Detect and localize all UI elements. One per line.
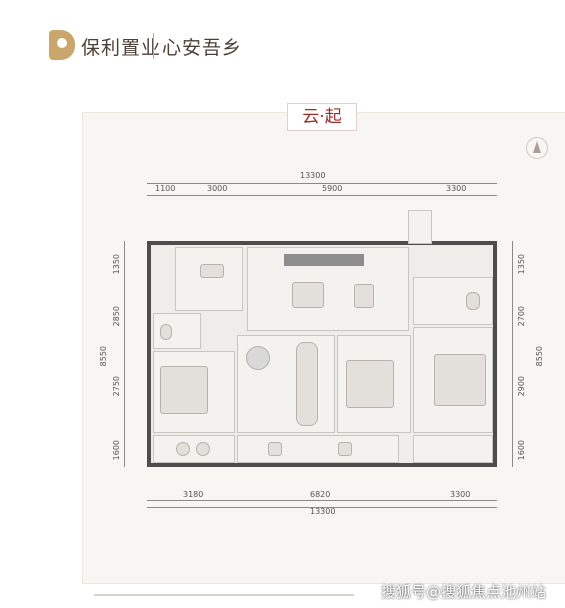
room-dining-kitchen xyxy=(247,247,409,331)
room-master-balcony xyxy=(413,435,493,463)
wall xyxy=(147,463,497,467)
top-total-line xyxy=(147,183,497,184)
bottom-segment-dim: 6820 xyxy=(310,490,331,499)
bed xyxy=(346,360,394,408)
right-segment-line xyxy=(512,241,513,467)
toilet xyxy=(466,292,480,310)
right-segment-dim: 2900 xyxy=(517,376,526,397)
brand-slogan: 心安吾乡 xyxy=(162,37,243,59)
left-total-dim: 8550 xyxy=(99,346,108,367)
right-total-dim: 8550 xyxy=(535,346,544,367)
disclaimer-text-line xyxy=(94,594,354,596)
bottom-segment-dim: 3180 xyxy=(183,490,204,499)
plant xyxy=(246,346,270,370)
bottom-total-line xyxy=(147,507,497,508)
top-segment-dim: 1100 xyxy=(155,184,176,193)
top-segment-dim: 5900 xyxy=(322,184,343,193)
dining-table xyxy=(292,282,324,308)
plan-title: 云·起 xyxy=(287,103,357,131)
floor-plan-drawing xyxy=(147,241,497,467)
toilet xyxy=(160,324,172,340)
poly-logo-icon xyxy=(49,30,75,60)
bed xyxy=(160,366,208,414)
desk xyxy=(200,264,224,278)
left-segment-dim: 1350 xyxy=(112,254,121,275)
room-master-bathroom xyxy=(413,277,493,325)
left-segment-dim: 1600 xyxy=(112,440,121,461)
chair xyxy=(268,442,282,456)
chair xyxy=(196,442,210,456)
chair xyxy=(176,442,190,456)
wall xyxy=(493,241,497,467)
room-bedroom xyxy=(337,335,411,433)
top-total-dimension: 13300 xyxy=(300,171,326,180)
left-segment-line xyxy=(124,241,125,467)
room-bedroom xyxy=(153,351,235,433)
right-segment-dim: 2700 xyxy=(517,306,526,327)
top-segment-line xyxy=(147,195,497,196)
header: 保利置业 心安吾乡 xyxy=(0,0,565,88)
bed xyxy=(434,354,486,406)
wall xyxy=(147,241,151,467)
header-divider xyxy=(153,33,154,59)
north-arrow-icon xyxy=(526,137,548,159)
bottom-segment-dim: 3300 xyxy=(450,490,471,499)
room-balcony xyxy=(153,435,235,463)
room-living xyxy=(237,335,335,433)
room-study xyxy=(175,247,243,311)
brand-name: 保利置业 xyxy=(81,37,162,59)
footer xyxy=(0,587,565,608)
right-segment-dim: 1350 xyxy=(517,254,526,275)
wall xyxy=(147,241,497,245)
service-balcony xyxy=(408,210,432,244)
top-segment-dim: 3000 xyxy=(207,184,228,193)
top-segment-dim: 3300 xyxy=(446,184,467,193)
left-segment-dim: 2850 xyxy=(112,306,121,327)
right-segment-dim: 1600 xyxy=(517,440,526,461)
chair xyxy=(338,442,352,456)
left-segment-dim: 2750 xyxy=(112,376,121,397)
kitchen-counter xyxy=(284,254,364,266)
kitchen-island xyxy=(354,284,374,308)
bottom-segment-line xyxy=(147,500,497,501)
room-living-balcony xyxy=(237,435,399,463)
sofa xyxy=(296,342,318,426)
room-master-bedroom xyxy=(413,327,493,433)
room-bathroom xyxy=(153,313,201,349)
watermark: 搜狐号@搜狐焦点池州站 xyxy=(381,583,547,601)
bottom-total-dimension: 13300 xyxy=(310,507,336,516)
